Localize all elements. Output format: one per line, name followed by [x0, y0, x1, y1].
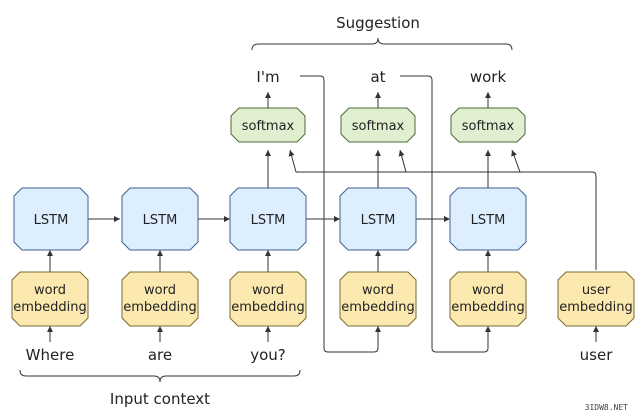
output-word-1: I'm: [256, 68, 279, 86]
lstm-box-4: LSTM: [339, 187, 417, 251]
input-context-brace: [19, 369, 301, 383]
lstm-box-2: LSTM: [121, 187, 199, 251]
lstm-box-3: LSTM: [229, 187, 307, 251]
user-feed-softmax3: [511, 149, 521, 173]
input-word-1: Where: [26, 346, 75, 364]
lstm-box-1: LSTM: [13, 187, 89, 251]
embedding-label-line1: word: [362, 283, 394, 298]
suggestion-title: Suggestion: [336, 14, 420, 32]
embedding-label-line2: embedding: [123, 300, 197, 315]
lstm-label: LSTM: [143, 213, 178, 228]
embedding-label-line1: word: [472, 283, 504, 298]
embedding-label-line1: word: [252, 283, 284, 298]
softmax-box-3: softmax: [450, 107, 526, 143]
feedback-im-to-embedding: [300, 75, 381, 353]
word-embedding-box-4: word embedding: [339, 271, 417, 327]
word-embedding-box-1: word embedding: [11, 271, 89, 327]
softmax-label: softmax: [462, 119, 515, 134]
softmax-box-2: softmax: [340, 107, 416, 143]
user-feed-softmax2: [398, 149, 407, 173]
user-feed-softmax1: [288, 149, 297, 173]
lstm-label: LSTM: [34, 213, 69, 228]
softmax-label: softmax: [242, 119, 295, 134]
embedding-label-line2: embedding: [341, 300, 415, 315]
input-word-2: are: [148, 346, 172, 364]
user-embedding-label-line2: embedding: [559, 300, 633, 315]
feedback-at-to-embedding: [400, 75, 491, 353]
user-embedding-label-line1: user: [582, 283, 611, 298]
lstm-label: LSTM: [471, 213, 506, 228]
input-word-3: you?: [250, 346, 286, 364]
word-embedding-box-3: word embedding: [229, 271, 307, 327]
input-context-caption: Input context: [110, 390, 210, 408]
word-embedding-box-2: word embedding: [121, 271, 199, 327]
lstm-box-5: LSTM: [449, 187, 527, 251]
word-embedding-box-5: word embedding: [449, 271, 527, 327]
watermark: 3IDW8.NET: [585, 403, 629, 412]
softmax-box-1: softmax: [230, 107, 306, 143]
user-embedding-box: user embedding: [557, 271, 635, 327]
embedding-label-line2: embedding: [231, 300, 305, 315]
embedding-label-line2: embedding: [451, 300, 525, 315]
embedding-label-line1: word: [34, 283, 66, 298]
output-word-2: at: [370, 68, 385, 86]
softmax-label: softmax: [352, 119, 405, 134]
embedding-label-line1: word: [144, 283, 176, 298]
embedding-label-line2: embedding: [13, 300, 87, 315]
output-word-3: work: [470, 68, 507, 86]
user-input-word: user: [580, 346, 614, 364]
user-feed-main: [296, 171, 597, 270]
lstm-label: LSTM: [361, 213, 396, 228]
suggestion-brace: [251, 37, 513, 51]
lstm-label: LSTM: [251, 213, 286, 228]
